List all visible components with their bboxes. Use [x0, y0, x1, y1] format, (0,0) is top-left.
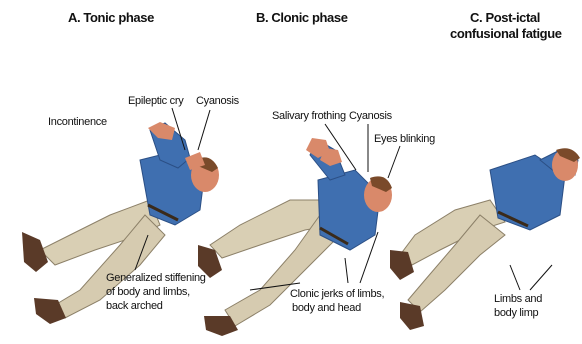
label-epileptic-cry: Epileptic cry: [128, 95, 183, 108]
label-cyanosis-b: Cyanosis: [349, 110, 392, 123]
panel-c-title-line1: C. Post-ictal: [450, 10, 560, 25]
label-salivary-frothing: Salivary frothing: [272, 110, 346, 123]
label-incontinence: Incontinence: [48, 116, 107, 129]
label-stiffening-line2: of body and limbs,: [106, 286, 190, 299]
label-clonic-jerks-line1: Clonic jerks of limbs,: [290, 288, 384, 301]
label-cyanosis-a: Cyanosis: [196, 95, 239, 108]
label-stiffening-line1: Generalized stiffening: [106, 272, 206, 285]
panel-a-title: A. Tonic phase: [68, 10, 154, 25]
label-stiffening-line3: back arched: [106, 300, 163, 313]
label-eyes-blinking: Eyes blinking: [374, 133, 435, 146]
label-clonic-jerks-line2: body and head: [292, 302, 361, 315]
panel-b-title: B. Clonic phase: [256, 10, 348, 25]
panel-c-title-line2: confusional fatigue: [450, 26, 560, 41]
figure-postictal-phase: [390, 148, 580, 330]
label-limp-line2: body limp: [494, 307, 538, 320]
label-limp-line1: Limbs and: [494, 293, 542, 306]
